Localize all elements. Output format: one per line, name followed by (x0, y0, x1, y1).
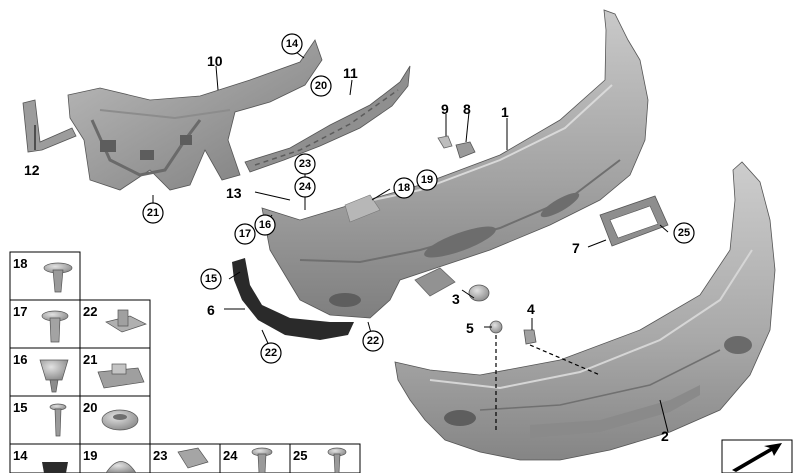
svg-text:16: 16 (259, 219, 271, 231)
svg-text:17: 17 (239, 228, 251, 240)
callout-2: 2 (661, 428, 669, 444)
callout-13: 13 (226, 185, 242, 201)
callout-21-circle: 21 (142, 202, 164, 224)
callout-12: 12 (24, 162, 40, 178)
svg-text:23: 23 (299, 158, 311, 170)
callout-19-circle: 19 (416, 169, 438, 191)
bolt-icon (251, 447, 273, 473)
spring-clip-icon (177, 447, 209, 469)
impact-strip-part (244, 65, 411, 173)
callout-18-circle: 18 (393, 177, 415, 199)
nut-part (489, 320, 537, 345)
screw-icon (49, 403, 67, 437)
svg-text:14: 14 (286, 38, 299, 50)
callout-23-circle: 23 (294, 153, 316, 175)
callout-6: 6 (207, 302, 215, 318)
svg-text:18: 18 (398, 182, 410, 194)
callout-22-circle-left: 22 (260, 342, 282, 364)
hardware-table: 18 17 22 16 21 15 20 14 19 23 24 25 (9, 251, 361, 473)
callout-8: 8 (463, 101, 471, 117)
table-label-16: 16 (13, 352, 27, 367)
flange-nut-icon (105, 309, 147, 333)
table-label-20: 20 (83, 400, 97, 415)
spreader-nut-icon (39, 359, 69, 393)
table-label-14: 14 (13, 448, 28, 463)
callout-11: 11 (343, 65, 358, 81)
table-label-19: 19 (83, 448, 97, 463)
callout-7: 7 (572, 240, 580, 256)
callout-16-circle: 16 (254, 214, 276, 236)
svg-text:15: 15 (205, 273, 217, 285)
orientation-arrow-icon (721, 439, 793, 473)
table-label-21: 21 (83, 352, 97, 367)
callout-15-circle: 15 (200, 268, 222, 290)
callout-22-circle-right: 22 (362, 330, 384, 352)
clip-nut-icon (97, 363, 145, 389)
bumper-cover-lower-part (394, 161, 776, 461)
table-label-25: 25 (293, 448, 307, 463)
callout-25-circle: 25 (673, 222, 695, 244)
expanding-rivet-icon (43, 262, 73, 293)
callout-3: 3 (452, 291, 460, 307)
hex-nut-icon (101, 409, 139, 431)
push-clip-icon (41, 310, 69, 343)
callout-14-circle: 14 (281, 33, 303, 55)
side-bracket-part (22, 99, 77, 153)
grommet-icon (42, 462, 68, 473)
table-label-22: 22 (83, 304, 97, 319)
clip-bracket-part (437, 135, 476, 159)
callout-4: 4 (527, 301, 535, 317)
grommet-part (414, 267, 490, 302)
bumper-carrier-part (67, 39, 323, 191)
svg-text:21: 21 (147, 207, 159, 219)
table-label-24: 24 (223, 448, 238, 463)
license-plate-bracket-part (599, 195, 669, 247)
callout-10: 10 (207, 53, 223, 69)
callout-9: 9 (441, 101, 449, 117)
callout-1: 1 (501, 104, 509, 120)
callout-5: 5 (466, 320, 474, 336)
svg-text:22: 22 (265, 347, 277, 359)
table-label-17: 17 (13, 304, 27, 319)
callout-17-circle: 17 (234, 223, 256, 245)
callout-20-circle: 20 (310, 75, 332, 97)
svg-text:22: 22 (367, 335, 379, 347)
rivet-icon (327, 447, 347, 473)
svg-text:25: 25 (678, 227, 690, 239)
svg-text:19: 19 (421, 174, 433, 186)
callout-24-circle: 24 (294, 176, 316, 198)
table-label-23: 23 (153, 448, 167, 463)
table-label-15: 15 (13, 400, 27, 415)
table-label-18: 18 (13, 256, 27, 271)
svg-text:20: 20 (315, 80, 327, 92)
black-trim-part (232, 258, 354, 340)
svg-text:24: 24 (299, 181, 312, 193)
